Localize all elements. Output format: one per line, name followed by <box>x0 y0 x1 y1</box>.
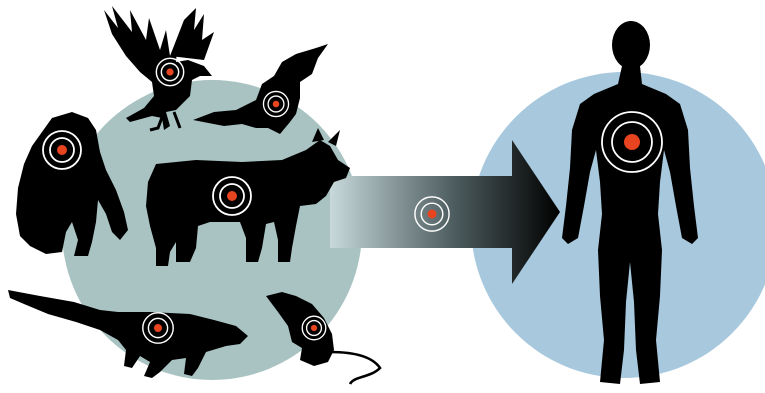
transmission-arrow <box>330 140 560 284</box>
arrow-right-icon <box>330 140 560 284</box>
